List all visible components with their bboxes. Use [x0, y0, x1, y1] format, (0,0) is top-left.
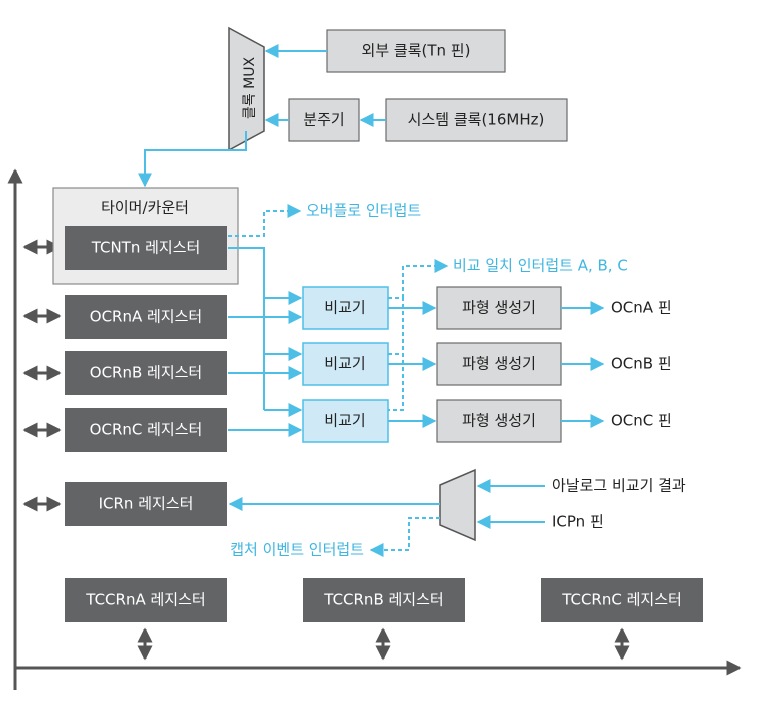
comparator-c-label: 비교기 [324, 412, 365, 430]
tccra-register [65, 578, 227, 622]
waveform-generator-b-label: 파형 생성기 [462, 355, 536, 373]
ocra-register [65, 295, 227, 339]
capture-interrupt-line [369, 517, 440, 557]
tcnt-to-comparators-line [228, 247, 265, 410]
comparator-a-label: 비교기 [324, 299, 365, 317]
timer-counter-label: 타이머/카운터 [101, 199, 189, 217]
tccrb-register [303, 578, 465, 622]
ocrc-register [65, 408, 227, 452]
tccrb-register-label: TCCRnB 레지스터 [323, 591, 443, 609]
tccra-register-label: TCCRnA 레지스터 [85, 591, 205, 609]
waveform-generator-a-label: 파형 생성기 [462, 299, 536, 317]
ocnb-pin-label: OCnB 핀 [611, 355, 672, 373]
icr-register-label: ICRn 레지스터 [99, 495, 194, 513]
compare-interrupt-label: 비교 일치 인터럽트 A, B, C [453, 257, 628, 275]
compare-interrupt-up [402, 259, 449, 298]
external-clock-box [326, 29, 506, 73]
external-clock-label: 외부 클록(Tn 핀) [362, 42, 471, 60]
ocna-pin-label: OCnA 핀 [611, 299, 672, 317]
capture-interrupt-label: 캡처 이벤트 인터럽트 [230, 541, 364, 559]
ocra-register-label: OCRnA 레지스터 [90, 308, 202, 326]
waveform-generator-b [436, 342, 562, 386]
comparator-b-label: 비교기 [324, 355, 365, 373]
tccrc-register [541, 578, 703, 622]
overflow-interrupt-label: 오버플로 인터럽트 [306, 202, 421, 220]
tccrc-register-label: TCCRnC 레지스터 [561, 591, 682, 609]
prescaler-label: 분주기 [303, 111, 344, 129]
tcnt-register [65, 226, 227, 270]
capture-mux [439, 468, 476, 542]
icp-pin-label: ICPn 핀 [552, 513, 604, 531]
comparator-c [302, 399, 389, 443]
comparator-b [302, 342, 389, 386]
icr-register [65, 482, 227, 526]
ocrb-register [65, 351, 227, 395]
ocrc-register-label: OCRnC 레지스터 [90, 421, 203, 439]
ocnc-pin-label: OCnC 핀 [611, 412, 672, 430]
system-clock-label: 시스템 클록(16MHz) [408, 111, 545, 129]
analog-comparator-label: 아날로그 비교기 결과 [552, 477, 686, 495]
comparator-a [302, 286, 389, 330]
waveform-generator-c-label: 파형 생성기 [462, 412, 536, 430]
clock-mux [228, 26, 265, 152]
ocrb-register-label: OCRnB 레지스터 [90, 364, 202, 382]
clock-mux-label: 클록 MUX [242, 57, 258, 120]
waveform-generator-c [436, 399, 562, 443]
overflow-interrupt-line [228, 204, 302, 237]
mux-to-timer-arrow [138, 131, 247, 188]
tcnt-register-label: TCNTn 레지스터 [91, 239, 201, 257]
